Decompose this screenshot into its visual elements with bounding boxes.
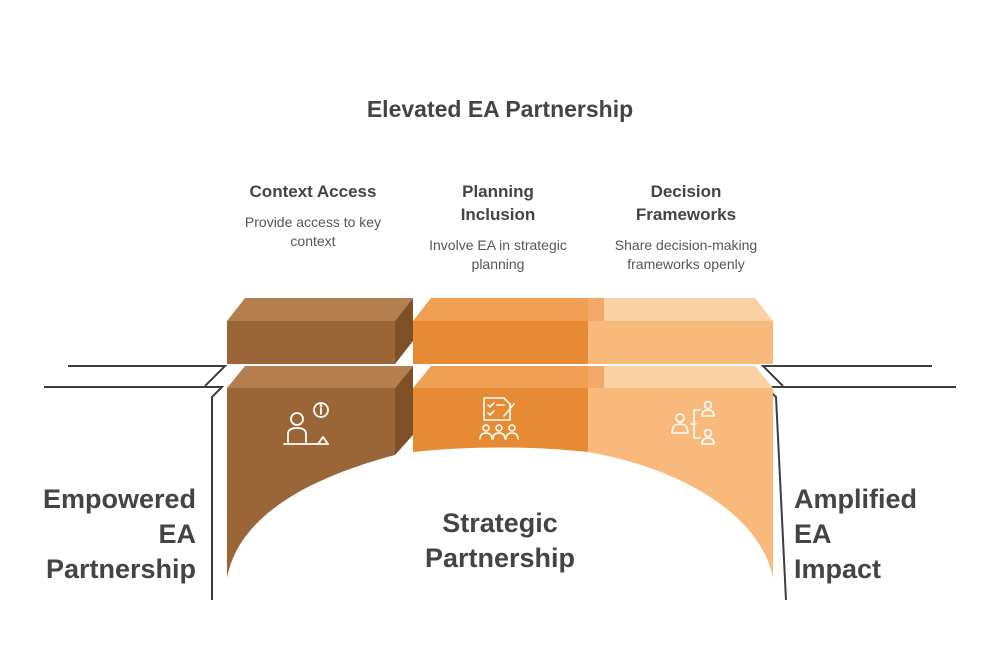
top-block-decision-frameworks [588,298,773,364]
column-title-context-access: Context Access [249,182,377,201]
arch-block-planning-inclusion [413,366,588,452]
arch-block-context-access [227,366,413,578]
column-description-decision-frameworks: Share decision-making frameworks openly [614,237,758,272]
diagram-title: Elevated EA Partnership [366,96,634,122]
column-description-context-access: Provide access to key context [244,214,382,249]
column-description-planning-inclusion: Involve EA in strategic planning [429,237,567,272]
person-info-icon [283,402,329,445]
center-label: Strategic Partnership [424,508,576,573]
left-ledge [44,365,228,600]
top-block-context-access [227,298,413,364]
team-planning-icon [479,397,519,440]
left-label: Empowered EA Partnership [42,484,196,584]
column-title-decision-frameworks: Decision Frameworks [635,182,737,224]
top-block-planning-inclusion [413,298,588,364]
hierarchy-people-icon [671,400,715,445]
right-label: Amplified EA Impact [794,484,918,584]
column-title-planning-inclusion: Planning Inclusion [460,182,536,224]
arch-block-decision-frameworks [588,366,773,578]
